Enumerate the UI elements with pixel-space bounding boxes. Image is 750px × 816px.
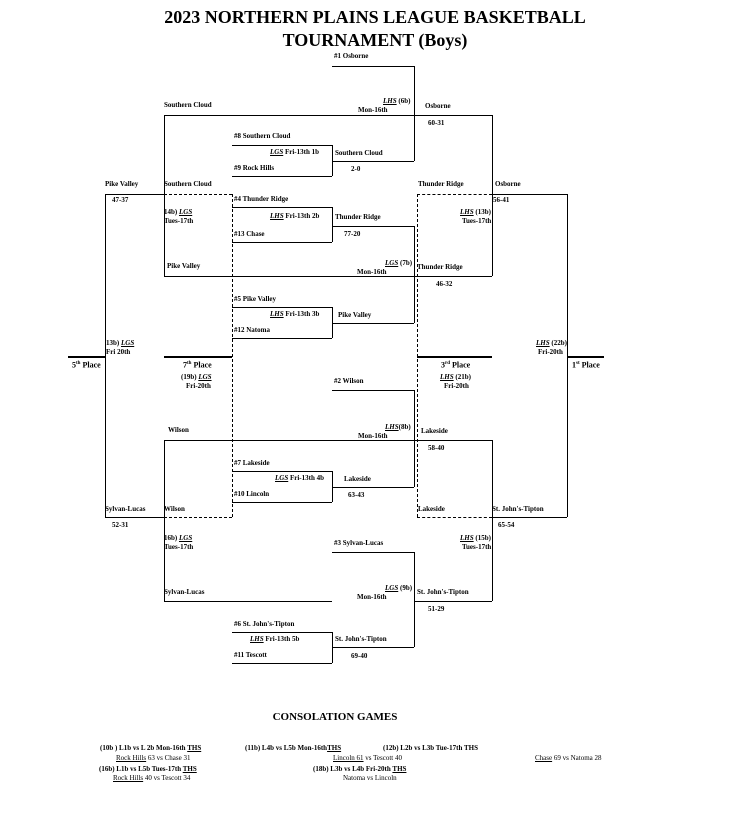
fifth-team-sl-score: 52-31: [112, 521, 129, 529]
game-8b-date: Mon-16th: [358, 432, 388, 440]
seed-10: #10 Lincoln: [234, 490, 270, 498]
winner-7b: Thunder Ridge: [417, 263, 463, 271]
game-6b-info: LHS (6b): [383, 97, 411, 105]
seventh-place-label: 7th Place: [183, 360, 212, 370]
seed-1: #1 Osborne: [334, 52, 369, 60]
game-3b-info: LHS Fri-13th 3b: [270, 310, 320, 318]
consolation-10b-label: (10b ) L1b vs L 2b Mon-16th THS: [100, 744, 202, 752]
seed-12: #12 Natoma: [234, 326, 270, 334]
game-16b-info: 16b) LGS: [164, 534, 193, 542]
cons-team-wilson: Wilson: [164, 505, 185, 513]
game-15b-info: LHS (15b): [460, 534, 491, 542]
winner-8b: Lakeside: [421, 427, 448, 435]
result-2b-score: 77-20: [344, 230, 361, 238]
game-13b-info: 13b) LGS: [106, 339, 135, 347]
winner-9b-score: 51-29: [428, 605, 445, 613]
first-place-label: 1st Place: [572, 360, 600, 370]
seed-5: #5 Pike Valley: [234, 295, 277, 303]
game-9b-info: LGS (9b): [385, 584, 413, 592]
consolation-18b-result: Natoma vs Lincoln: [343, 774, 397, 782]
fifth-team-pv: Pike Valley: [105, 180, 139, 188]
seed-11: #11 Tescott: [234, 651, 267, 659]
consolation-12b-result: Chase 69 vs Natoma 28: [535, 754, 602, 762]
semi-team-sjt: St. John's-Tipton: [492, 505, 544, 513]
game-13b-right-date: Tues-17th: [462, 217, 492, 225]
game-13b-date: Fri 20th: [106, 348, 131, 356]
seed-3: #3 Sylvan-Lucas: [334, 539, 384, 547]
game-2b-info: LHS Fri-13th 2b: [270, 212, 320, 220]
game-14b-info: 14b) LGS: [164, 208, 193, 216]
seed-13: #13 Chase: [234, 230, 265, 238]
result-5b-team: St. John's-Tipton: [335, 635, 387, 643]
third-place-label: 3rd Place: [441, 360, 471, 370]
consolation-16b-result: Rock Hills 40 vs Tescott 34: [113, 774, 191, 782]
winner-9b: St. John's-Tipton: [417, 588, 469, 596]
game-15b-date: Tues-17th: [462, 543, 492, 551]
loser-7b: Pike Valley: [167, 262, 201, 270]
game-22b-date: Fri-20th: [538, 348, 563, 356]
seed-8: #8 Southern Cloud: [234, 132, 291, 140]
winner-6b: Osborne: [425, 102, 451, 110]
fifth-team-sl: Sylvan-Lucas: [105, 505, 146, 513]
game-1b-info: LGS Fri-13th 1b: [270, 148, 320, 156]
game-5b-info: LHS Fri-13th 5b: [250, 635, 300, 643]
game-22b-info: LHS (22b): [536, 339, 567, 347]
seed-2: #2 Wilson: [334, 377, 364, 385]
fifth-place-label: 5th Place: [72, 360, 101, 370]
loser-6b: Southern Cloud: [164, 101, 212, 109]
seed-6: #6 St. John's-Tipton: [234, 620, 295, 628]
result-1b-team: Southern Cloud: [335, 149, 383, 157]
winner-8b-score: 58-40: [428, 444, 445, 452]
page-subtitle: TOURNAMENT (Boys): [282, 30, 468, 50]
result-1b-score: 2-0: [351, 165, 361, 173]
consolation-heading: CONSOLATION GAMES: [272, 711, 398, 723]
result-5b-score: 69-40: [351, 652, 368, 660]
game-19b-date: Fri-20th: [186, 382, 211, 390]
result-4b-score: 63-43: [348, 491, 365, 499]
page-title: 2023 NORTHERN PLAINS LEAGUE BASKETBALL: [164, 7, 586, 27]
seed-4: #4 Thunder Ridge: [234, 195, 289, 203]
game-8b-info: LHS(8b): [385, 423, 411, 431]
semi-team-sjt-score: 65-54: [498, 521, 515, 529]
semi-team-tr: Thunder Ridge: [418, 180, 464, 188]
game-19b-info: (19b) LGS: [181, 373, 212, 381]
winner-6b-score: 60-31: [428, 119, 445, 127]
game-16b-date: Tues-17th: [164, 543, 194, 551]
semi-team-osborne: Osborne: [495, 180, 521, 188]
game-13b-right-info: LHS (13b): [460, 208, 491, 216]
game-7b-date: Mon-16th: [357, 268, 387, 276]
game-7b-info: LGS (7b): [385, 259, 413, 267]
consolation-10b-result: Rock Hills 63 vs Chase 31: [116, 754, 191, 762]
game-6b-date: Mon-16th: [358, 106, 388, 114]
loser-9b: Sylvan-Lucas: [164, 588, 205, 596]
consolation-16b-label: (16b) L1b vs L5b Tues-17th THS: [99, 765, 197, 773]
game-21b-info: LHS (21b): [440, 373, 471, 381]
game-14b-date: Tues-17th: [164, 217, 194, 225]
consolation-11b-result: Lincoln 61 vs Tescott 40: [333, 754, 402, 762]
result-2b-team: Thunder Ridge: [335, 213, 381, 221]
consolation-12b-label: (12b) L2b vs L3b Tue-17th THS: [383, 744, 478, 752]
seed-7: #7 Lakeside: [234, 459, 270, 467]
consolation-18b-label: (18b) L3b vs L4b Fri-20th THS: [313, 765, 407, 773]
game-4b-info: LGS Fri-13th 4b: [275, 474, 325, 482]
semi-team-osborne-score: 56-41: [493, 196, 510, 204]
game-9b-date: Mon-16th: [357, 593, 387, 601]
seed-9: #9 Rock Hills: [234, 164, 275, 172]
fifth-team-pv-score: 47-37: [112, 196, 129, 204]
result-3b-team: Pike Valley: [338, 311, 372, 319]
cons-team-sc: Southern Cloud: [164, 180, 212, 188]
result-4b-team: Lakeside: [344, 475, 371, 483]
game-21b-date: Fri-20th: [444, 382, 469, 390]
semi-team-lakeside: Lakeside: [418, 505, 445, 513]
consolation-11b-label: (11b) L4b vs L5b Mon-16thTHS: [245, 744, 342, 752]
loser-8b: Wilson: [168, 426, 189, 434]
winner-7b-score: 46-32: [436, 280, 453, 288]
